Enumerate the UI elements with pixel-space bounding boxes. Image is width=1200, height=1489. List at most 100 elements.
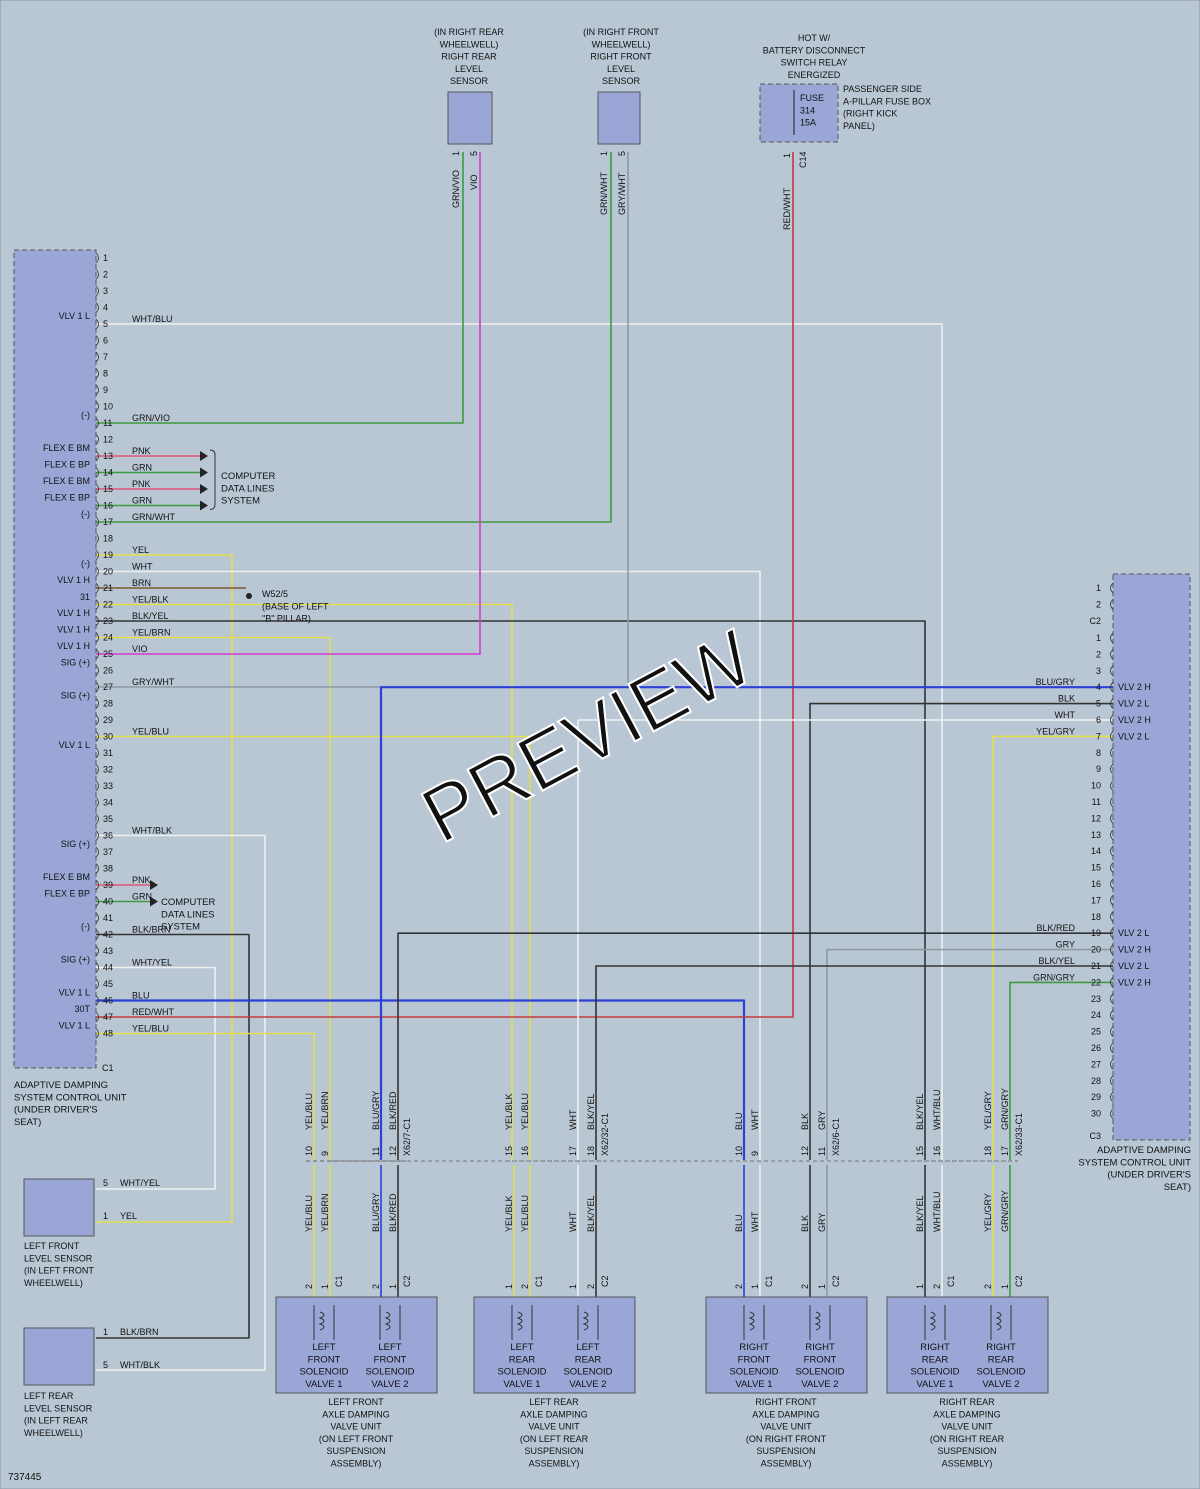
valve-unit-label: ASSEMBLY) [331,1459,382,1469]
solenoid-label: RIGHT [920,1342,950,1353]
fuse-box-label: PASSENGER SIDE [843,84,922,94]
pin-function: VLV 1 H [57,575,90,585]
component-pin: 1 [320,1284,330,1289]
sensor-label: LEVEL SENSOR [24,1403,93,1413]
pin-number: 1 [103,1327,108,1337]
sensor-label: LEVEL [455,64,483,74]
pin-bracket [95,335,99,346]
wire-label: YEL/BLU [132,727,169,737]
data-line-arrow [200,467,208,478]
wire-label: BLU/GRY [371,1091,381,1130]
solenoid-coil [995,1311,1002,1331]
wire-label: YEL/GRY [983,1193,993,1232]
ground-symbol [246,593,252,599]
fuse-label: 314 [800,105,815,115]
wire-label: BLK/RED [388,1193,398,1232]
inline-pin: 16 [932,1146,942,1156]
wire-label: BLK/YEL [915,1195,925,1232]
pin-number: 5 [617,151,627,156]
pin-bracket [95,813,99,825]
pin-function: 31 [80,592,90,602]
relay-label: ENERGIZED [788,70,841,80]
wire [826,948,1113,1160]
connector-label: C1 [764,1275,774,1287]
connector-label: C1 [334,1275,344,1287]
pin-number: 44 [103,963,113,973]
wire-label: YEL/BRN [132,628,171,638]
pin-bracket [95,780,99,792]
pin-function: SIG (+) [61,955,90,965]
solenoid-label: VALVE 2 [569,1379,606,1390]
wire-label: VIO [132,644,148,654]
pin-bracket [1110,796,1114,808]
inline-pin: 17 [568,1146,578,1156]
pin-bracket [95,500,99,511]
valve-unit-label: ASSEMBLY) [529,1459,580,1469]
solenoid-label: LEFT [312,1342,335,1353]
wire-label: GRY [817,1111,827,1130]
solenoid-coil [929,1311,936,1331]
pin-function: VLV 2 H [1118,715,1151,725]
sensor-label: WHEELWELL) [440,39,499,49]
wire-label: GRN/VIO [451,170,461,208]
pin-bracket [95,929,99,940]
data-lines-label: DATA LINES [161,909,215,920]
pin-bracket [95,566,99,577]
pin-function: FLEX E BP [44,460,90,470]
data-line-arrow [200,484,208,494]
solenoid-label: RIGHT [986,1342,1016,1353]
wire-label: YEL/BLU [132,1024,169,1034]
pin-function: VLV 2 H [1118,682,1151,692]
relay-label: HOT W/ [798,33,831,43]
pin-number: 41 [103,913,113,923]
pin-bracket [95,450,99,462]
pin-bracket [1110,649,1114,660]
wire-label: WHT [132,562,153,572]
sensor-label: SENSOR [450,76,489,86]
pin-function: VLV 2 L [1118,928,1149,938]
pin-number: 7 [103,352,108,362]
wire-label: BLU/GRY [371,1193,381,1232]
wire [397,932,1113,1160]
pin-bracket [1110,1042,1114,1054]
pin-function: (-) [81,922,90,932]
component-pin: 2 [304,1284,314,1289]
solenoid-label: SOLENOID [910,1367,959,1378]
pin-number: 16 [103,501,113,511]
sensor-label: WHEELWELL) [24,1278,83,1288]
inline-pin: 9 [750,1151,760,1156]
solenoid-coil [743,1305,765,1340]
wire-label: WHT [750,1211,760,1232]
pin-function: FLEX E BM [43,476,90,486]
ground-label: (BASE OF LEFT [262,601,329,611]
pin-function: SIG (+) [61,839,90,849]
pin-bracket [1110,977,1114,988]
pin-number: 25 [1091,1027,1101,1037]
wire-label: YEL/BLK [504,1093,514,1130]
pin-bracket [1110,714,1114,726]
pin-bracket [1110,813,1114,824]
solenoid-label: SOLENOID [795,1367,844,1378]
solenoid-label: SOLENOID [365,1367,414,1378]
sensor-label: WHEELWELL) [592,39,651,49]
sensor-label: LEVEL [607,64,635,74]
wire-label: BLK/YEL [586,1093,596,1130]
pin-function: 30T [74,1004,90,1014]
pin-bracket [95,632,99,643]
pin-bracket [95,269,99,280]
pin-number: 9 [103,385,108,395]
pin-bracket [95,830,99,841]
solenoid-label: REAR [988,1354,1015,1365]
inline-pin: 12 [388,1146,398,1156]
solenoid-coil [379,1305,401,1340]
pin-function: SIG (+) [61,658,90,668]
pin-bracket [95,1011,99,1023]
pin-bracket [95,582,99,594]
data-lines-label: DATA LINES [221,483,275,494]
pin-number: 19 [103,550,113,560]
wire-label: YEL [120,1211,137,1221]
wire-label: GRN/GRY [1033,972,1075,982]
pin-bracket [95,533,99,544]
